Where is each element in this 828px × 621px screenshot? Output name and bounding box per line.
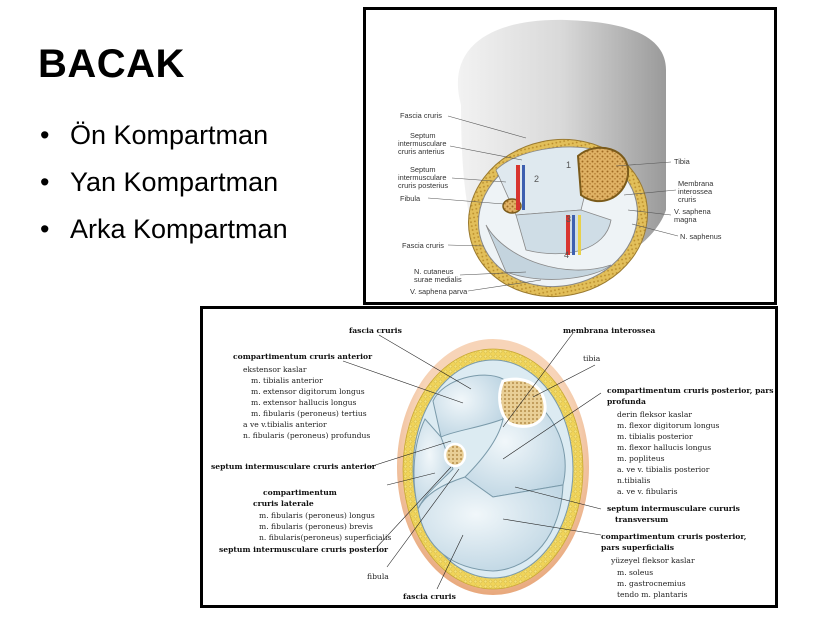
label-fibula: fibula [367,572,389,581]
label-deep-item: m. flexor digitorum longus [617,421,719,430]
label-fascia-cruris-bottom: fascia cruris [403,592,456,601]
label-lateral-item: n. fibularis(peroneus) superficialis [259,533,391,542]
bullet-marker: • [40,214,50,244]
label-tibia: Tibia [674,157,691,166]
artery-posterior [566,215,570,255]
label-septum-anterior: intermusculare [398,139,446,148]
slide-title: BACAK [38,42,185,86]
label-fascia-cruris: Fascia cruris [402,241,444,250]
label-anterior-item: n. fibularis (peroneus) profundus [243,431,370,440]
label-deep-item: m. popliteus [617,454,665,463]
label-deep-item: a. ve v. tibialis posterior [617,465,710,474]
label-membrana: cruris [678,195,696,204]
bullet-marker: • [40,120,50,150]
label-comp-post-superficial: compartimentum cruris posterior, [601,532,746,541]
leg-3d-illustration: 1 2 3 4 Fascia cruris Septum intermuscul… [398,19,722,298]
label-deep-item: m. tibialis posterior [617,432,693,441]
label-n-cutaneus: surae medialis [414,275,462,284]
label-anterior-item: ekstensor kaslar [243,365,307,374]
compartment-number: 3 [566,214,571,224]
label-comp-anterior: compartimentum cruris anterior [233,352,373,361]
tibia-bone [576,146,630,203]
bullet-item: • Ön Kompartman [40,112,288,159]
leg-compartments-diagram-figure: fascia cruris membrana interossea tibia … [200,306,778,608]
bullet-text: Arka Kompartman [70,214,288,244]
label-tibia: tibia [583,354,601,363]
label-anterior-item: m. fibularis (peroneus) tertius [251,409,367,418]
nerve-posterior [578,215,581,255]
label-n-saphenus: N. saphenus [680,232,722,241]
label-v-saphena-parva: V. saphena parva [410,287,468,296]
label-lateral-item: m. fibularis (peroneus) longus [259,511,375,520]
compartment-posterior-deep [515,209,612,255]
label-comp-post-deep: profunda [607,397,646,406]
bullet-list: • Ön Kompartman • Yan Kompartman • Arka Kom… [40,112,288,253]
label-septum-posterior: cruris posterius [398,181,448,190]
artery-anterior [516,165,520,210]
label-septum-anterior: septum intermusculare cruris anterior [211,462,377,471]
label-comp-lateral: cruris laterale [253,499,314,508]
label-fascia-cruris-top: fascia cruris [349,326,402,335]
bullet-item: • Arka Kompartman [40,206,288,253]
label-superficial-item: yüzeyel fleksor kaslar [610,556,695,565]
compartment-number: 4 [564,250,569,260]
label-deep-item: a. ve v. fibularis [617,487,678,496]
label-v-saphena-magna: magna [674,215,697,224]
label-septum-anterior: cruris anterius [398,147,445,156]
label-deep-item: n.tibialis [617,476,650,485]
label-deep-item: derin fleksor kaslar [617,410,692,419]
fibula-bone [443,442,467,468]
label-comp-post-deep: compartimentum cruris posterior, pars [607,386,774,395]
label-septum-posterior: Septum [410,165,435,174]
bullet-text: Yan Kompartman [70,167,279,197]
label-anterior-item: m. extensor digitorum longus [251,387,365,396]
label-membrana: Membrana [678,179,714,188]
label-superficial-item: m. soleus [617,568,653,577]
label-anterior-item: a ve v.tibialis anterior [243,420,327,429]
tibia-bone [498,377,547,428]
compartment-number: 2 [534,174,539,184]
label-anterior-item: m. extensor hallucis longus [251,398,357,407]
compartment-number: 1 [566,160,571,170]
label-superficial-item: tendo m. plantaris [617,590,688,599]
vein-posterior [572,215,575,255]
bullet-text: Ön Kompartman [70,120,269,150]
label-membrana: interossea [678,187,713,196]
leader-lines [342,332,602,590]
label-septum-transversum: septum intermusculare cururis [607,504,740,513]
compartment-posterior-superficial [417,476,564,572]
leg-compartments-diagram: fascia cruris membrana interossea tibia … [211,326,774,601]
bullet-item: • Yan Kompartman [40,159,288,206]
label-septum-posterior: intermusculare [398,173,446,182]
leader-lines [427,115,679,292]
vein-anterior [522,165,525,210]
compartment-posterior-superficial [485,224,612,280]
label-lateral-item: m. fibularis (peroneus) brevis [259,522,373,531]
label-v-saphena-magna: V. saphena [674,207,712,216]
label-septum-anterior: Septum [410,131,435,140]
label-septum-transversum: transversum [615,515,668,524]
bullet-marker: • [40,167,50,197]
label-fascia-cruris: Fascia cruris [400,111,442,120]
label-comp-lateral: compartimentum [263,488,337,497]
label-n-cutaneus: N. cutaneus [414,267,454,276]
label-deep-item: m. flexor hallucis longus [617,443,711,452]
label-septum-posterior: septum intermusculare cruris posterior [219,545,389,554]
leg-3d-cross-section-figure: 1 2 3 4 Fascia cruris Septum intermuscul… [363,7,777,305]
label-comp-post-superficial: pars superficialis [601,543,674,552]
label-anterior-item: m. tibialis anterior [251,376,323,385]
label-membrana-interossea: membrana interossea [563,326,655,335]
label-fibula: Fibula [400,194,421,203]
label-superficial-item: m. gastrocnemius [617,579,686,588]
